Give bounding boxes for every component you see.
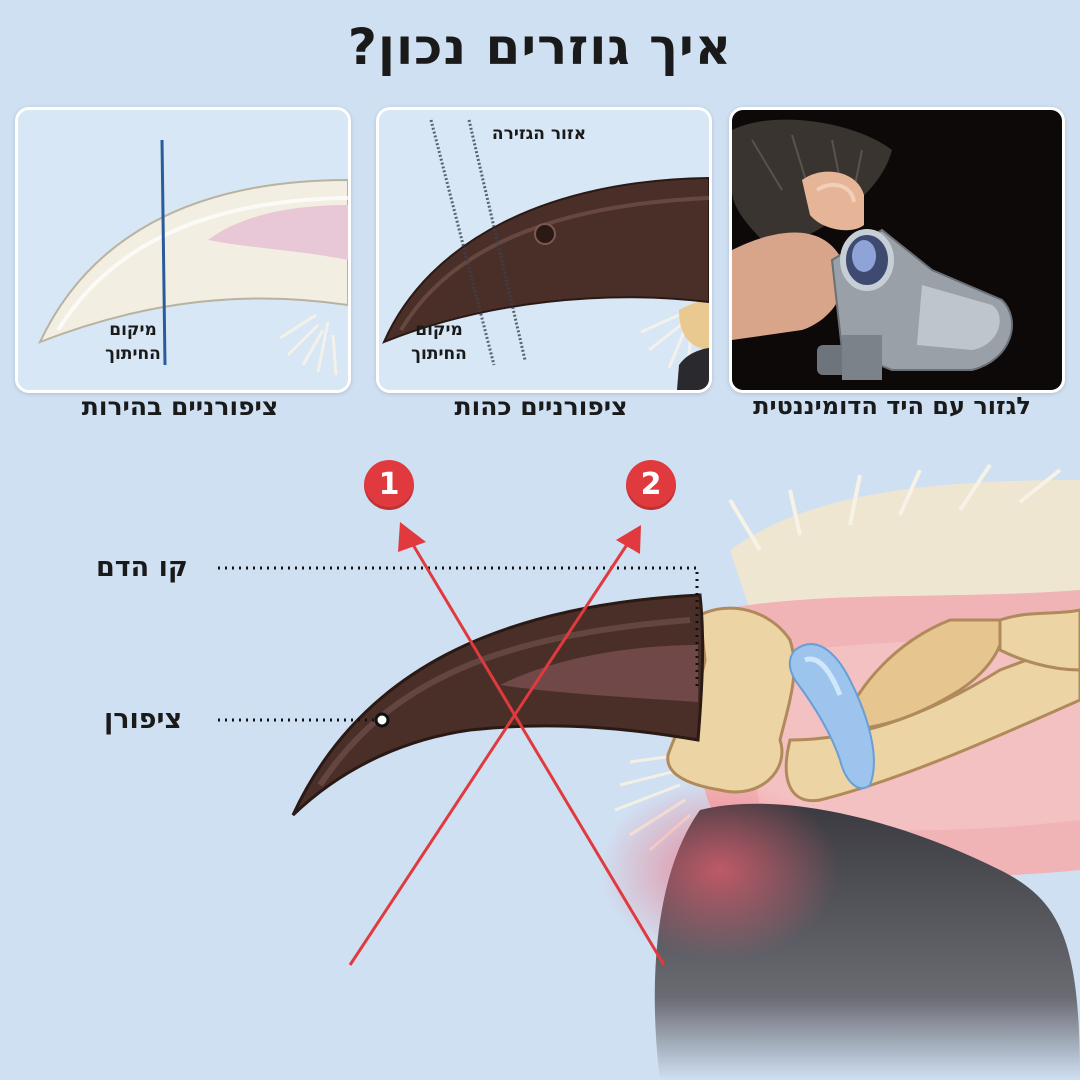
nail-label: ציפורן — [104, 704, 183, 735]
panel-light-nails: מיקום החיתוך — [15, 107, 351, 393]
cut-line — [160, 139, 167, 366]
cut-label-line2: החיתוך — [411, 344, 467, 364]
badge-number-1: 1 — [364, 460, 414, 510]
caption-dominant-hand: לגזור עם היד הדומיננטית — [753, 392, 1031, 420]
arrow-line-1 — [407, 537, 666, 966]
light-nail-illustration — [18, 110, 348, 390]
cut-label-line1: מיקום — [109, 320, 157, 340]
arrow-head-1 — [398, 522, 426, 552]
cut-label-line1: מיקום — [415, 320, 463, 340]
panel-dark-nails: אזור הגזירה מיקום החיתוך — [376, 107, 712, 393]
clipper-photo-illustration — [732, 110, 1062, 390]
cut-position-label: מיקום החיתוך — [73, 318, 193, 366]
cut-zone-label: אזור הגזירה — [491, 124, 587, 144]
panel-dominant-hand — [729, 107, 1065, 393]
page-title: איך גוזרים נכון? — [347, 18, 733, 76]
main-claw-illustration — [218, 463, 1080, 1080]
cut-position-label: מיקום החיתוך — [379, 318, 499, 366]
arrow-head-2 — [616, 525, 641, 554]
blood-line-label: קו הדם — [96, 552, 188, 583]
arrow-line-2 — [348, 539, 632, 966]
badge-number-2: 2 — [626, 460, 676, 510]
dark-nail-illustration — [379, 110, 709, 390]
cut-label-line2: החיתוך — [105, 344, 161, 364]
caption-light-nails: ציפורניים בהירות — [81, 392, 279, 421]
caption-dark-nails: ציפורניים כהות — [454, 392, 628, 421]
